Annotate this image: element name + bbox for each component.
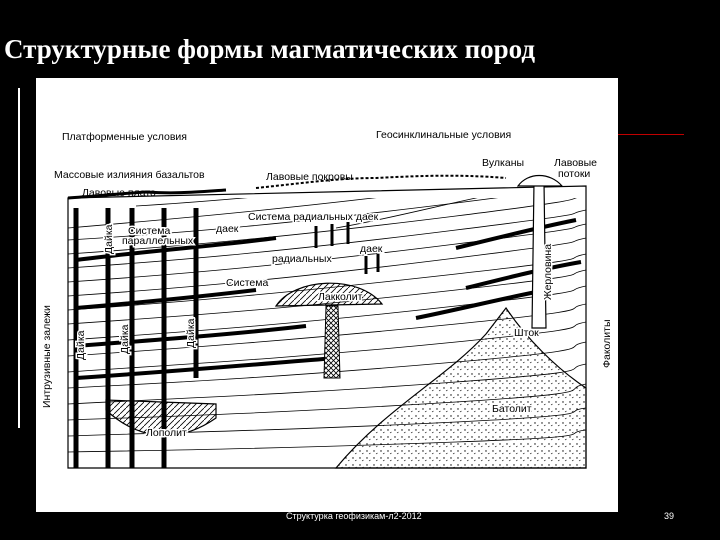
label-lava-flows-2: потоки	[558, 168, 590, 180]
label-lava-flows-1: Лавовые	[554, 157, 597, 169]
label-system-2: Система	[226, 277, 268, 289]
label-batholith: Батолит	[492, 403, 532, 415]
label-vent: Жерловина	[542, 244, 554, 300]
label-radial: радиальных	[272, 253, 332, 265]
radial-dikes	[314, 222, 380, 274]
lava-covers-surface	[255, 174, 507, 189]
batholith-body	[334, 306, 587, 469]
laccolith-body	[274, 282, 384, 307]
lopolith-body	[105, 399, 217, 437]
label-system-1: Система	[128, 225, 170, 237]
volcano-cone	[516, 174, 564, 187]
label-lava-plateau: Лавовые плато	[82, 187, 156, 199]
label-dikes-2: даек	[360, 243, 383, 255]
label-dike-b: Дайка	[119, 324, 131, 354]
label-radial-dikes-system: Система радиальных даек	[248, 211, 379, 223]
label-geosyncline: Геосинклинальные условия	[376, 129, 511, 141]
slide-title: Структурные формы магматических пород	[4, 34, 536, 64]
page-number: 39	[664, 511, 675, 521]
label-basalt-outpourings: Массовые излияния базальтов	[54, 169, 205, 181]
igneous-rock-forms-diagram: Платформенные условия Геосинклинальные у…	[36, 78, 618, 512]
lava-plateau-surface	[67, 188, 227, 200]
cross-section-block	[67, 174, 587, 469]
label-dike-a: Дайка	[75, 330, 87, 360]
title-rule	[618, 134, 684, 135]
label-lopolith: Лополит	[146, 427, 187, 439]
label-dikes-1: даек	[216, 223, 239, 235]
label-dike-c: Дайка	[103, 224, 115, 254]
label-platform: Платформенные условия	[62, 131, 187, 143]
label-dike-d: Дайка	[185, 318, 197, 348]
label-phacoliths: Факолиты	[601, 320, 613, 369]
slide-border-line	[18, 88, 20, 428]
label-intrusive-sills: Интрузивные залежи	[41, 305, 53, 408]
label-laccolith: Лакколит	[318, 291, 363, 303]
label-lava-covers: Лавовые покровы	[266, 171, 353, 183]
label-parallel: параллельных	[122, 235, 194, 247]
diagram-svg: Платформенные условия Геосинклинальные у…	[41, 129, 613, 469]
slide-footer: Структурка геофизикам-л2-2012	[286, 511, 422, 521]
label-stock: Шток	[514, 327, 539, 339]
laccolith-feeder	[323, 305, 341, 379]
label-volcanoes: Вулканы	[482, 157, 524, 169]
